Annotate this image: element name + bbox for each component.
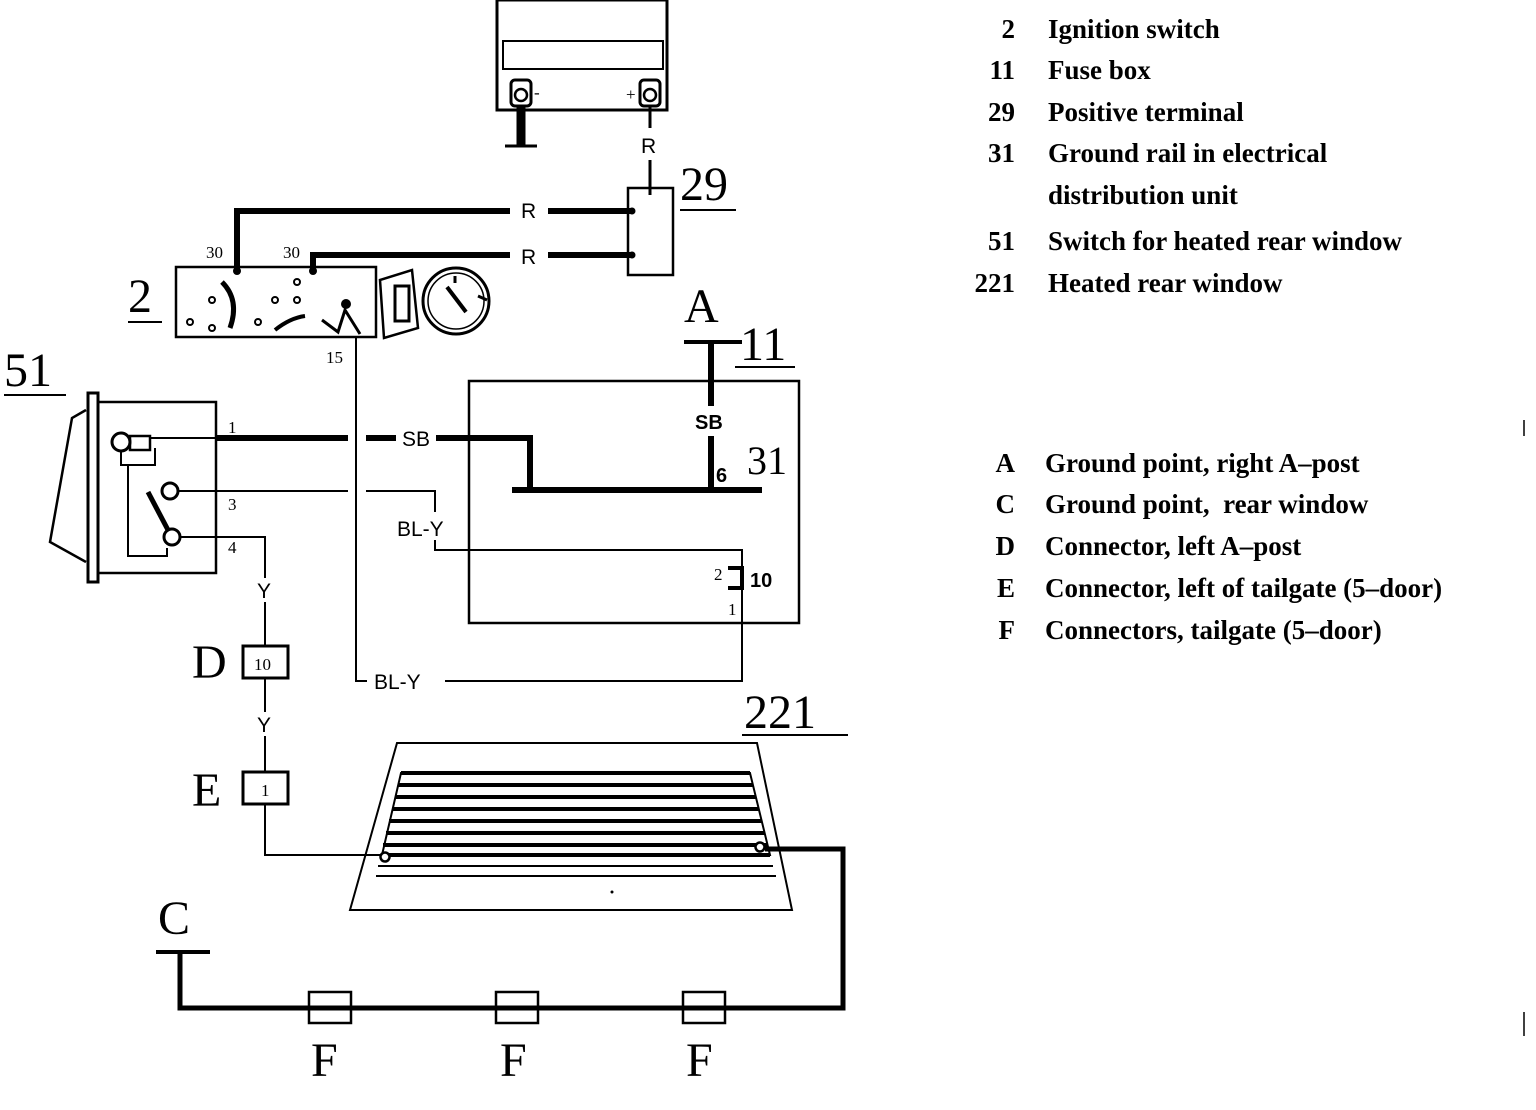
wire-window-to-ground (177, 846, 846, 1011)
wire-label-y-upper: Y (257, 580, 271, 603)
label-a: A (684, 280, 719, 333)
connector-f-2: F (494, 990, 540, 1087)
heated-rear-window-221: 221 (348, 686, 848, 911)
pin-30-b: 30 (283, 243, 300, 262)
fuse-pin-2: 2 (714, 565, 723, 584)
legend-num: A (995, 448, 1016, 478)
legend-text: Connector, left A–post (1045, 531, 1302, 561)
battery-positive-terminal: + (626, 78, 662, 128)
label-221: 221 (744, 686, 816, 739)
heating-grid (376, 771, 776, 877)
pin-6-rail: 6 (716, 465, 727, 487)
label-f-1: F (311, 1034, 338, 1087)
pin-1-switch: 1 (228, 418, 237, 437)
pin-3-switch: 3 (228, 495, 237, 514)
wire-label-sb-switch: SB (402, 428, 430, 451)
pin-15: 15 (326, 348, 343, 367)
legend-num: C (995, 489, 1016, 519)
label-51: 51 (4, 344, 52, 397)
connector-e: E 1 (192, 764, 290, 817)
ignition-switch-2: 2 30 30 15 (128, 243, 491, 367)
battery: - + (495, 0, 669, 148)
wire-battery-to-29: R (641, 135, 656, 195)
wire-r-upper: R (234, 200, 636, 270)
wire-label-sb-ground: SB (695, 412, 723, 434)
wire-bl-y-lower: BL-Y (355, 337, 743, 694)
legend-num: 29 (988, 97, 1015, 127)
legend-text: Switch for heated rear window (1048, 226, 1402, 256)
fuse-box-11: 11 31 6 2 1 10 (467, 318, 801, 625)
legend-num: D (995, 531, 1016, 561)
legend-text: Ignition switch (1048, 14, 1220, 44)
legend-text: Positive terminal (1048, 97, 1244, 127)
wire-label-bl-y-lower: BL-Y (374, 671, 421, 694)
legend-num: 221 (974, 268, 1016, 298)
battery-negative-label: - (534, 83, 540, 102)
legend-num: 31 (988, 138, 1015, 168)
connector-e-pin: 1 (261, 781, 270, 800)
label-f-2: F (500, 1034, 527, 1087)
battery-positive-label: + (626, 85, 636, 104)
battery-negative-terminal: - (505, 78, 540, 148)
connector-f-1: F (307, 990, 353, 1087)
label-f-3: F (686, 1034, 713, 1087)
legend-num: F (998, 615, 1016, 645)
label-c: C (158, 892, 190, 945)
legend-text: Fuse box (1048, 55, 1151, 85)
legend-text: Connectors, tailgate (5–door) (1045, 615, 1382, 645)
legend-num: 11 (989, 55, 1015, 85)
legend-text: distribution unit (1048, 180, 1238, 210)
label-e: E (192, 764, 221, 817)
wire-label-r-upper: R (521, 200, 536, 223)
legend-text: Heated rear window (1048, 268, 1283, 298)
label-31: 31 (747, 438, 787, 483)
positive-terminal-29: 29 (626, 158, 736, 277)
legend-text: Ground rail in electrical (1048, 138, 1328, 168)
legend-num: E (996, 573, 1015, 603)
heated-window-switch-51: 51 1 3 4 (4, 344, 237, 584)
wire-label-r-battery: R (641, 135, 656, 158)
fuse-10-label: 10 (750, 570, 772, 592)
wire-label-bl-y-upper: BL-Y (397, 518, 444, 541)
connector-d-pin: 10 (254, 655, 271, 674)
wire-y: Y Y (216, 536, 271, 772)
legend-text: Connector, left of tailgate (5–door) (1045, 573, 1443, 603)
ground-point-c: C (156, 892, 210, 954)
legend-text: Ground point, right A–post (1045, 448, 1360, 478)
wire-e-to-window (264, 804, 385, 856)
label-11: 11 (740, 318, 786, 371)
wire-r-lower: R (310, 246, 636, 270)
legend-text: Ground point, rear window (1045, 489, 1369, 519)
pin-4-switch: 4 (228, 538, 237, 557)
wire-bl-y-upper: BL-Y (216, 490, 743, 568)
wire-label-y-lower: Y (257, 714, 271, 737)
label-2: 2 (128, 270, 152, 323)
legend-num: 2 (1001, 14, 1016, 44)
connector-f-3: F (681, 990, 727, 1087)
fuse-pin-1: 1 (728, 600, 737, 619)
connector-d: D 10 (192, 636, 290, 689)
label-29: 29 (680, 158, 728, 211)
label-d: D (192, 636, 227, 689)
ground-point-a: A SB (684, 280, 742, 490)
pin-30-a: 30 (206, 243, 223, 262)
wire-label-r-lower: R (521, 246, 536, 269)
wire-sb-switch: SB (216, 428, 533, 490)
legend-num: 51 (988, 226, 1015, 256)
